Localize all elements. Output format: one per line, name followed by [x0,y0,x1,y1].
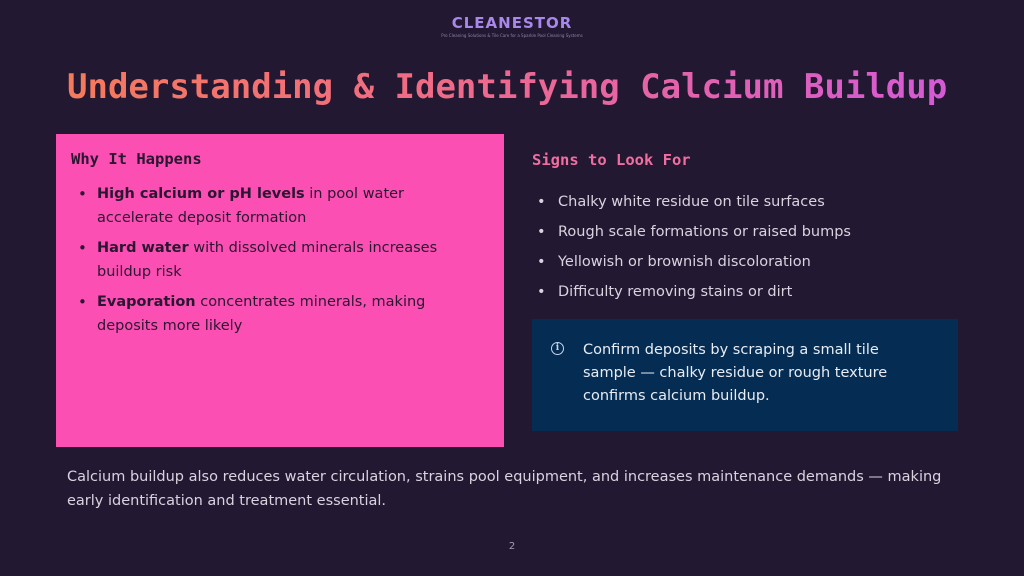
why-list: High calcium or pH levels in pool water … [71,182,480,338]
why-it-happens-card: Why It Happens High calcium or pH levels… [56,134,504,447]
why-item: Evaporation concentrates minerals, makin… [71,290,480,338]
signs-heading: Signs to Look For [532,151,691,169]
signs-list: Chalky white residue on tile surfaces Ro… [532,187,851,307]
why-item: Hard water with dissolved minerals incre… [71,236,480,284]
why-item-text: concentrates minerals, making deposits m… [97,294,426,334]
callout-text: Confirm deposits by scraping a small til… [583,342,888,404]
sign-item: Rough scale formations or raised bumps [532,217,851,247]
why-heading: Why It Happens [71,150,202,168]
summary-text: Calcium buildup also reduces water circu… [67,469,942,509]
info-icon: i [551,342,564,355]
slide-title: Understanding & Identifying Calcium Buil… [67,62,947,112]
why-item-text: with dissolved minerals increases buildu… [97,240,438,280]
info-callout: i Confirm deposits by scraping a small t… [532,319,958,431]
why-item-bold: Hard water [97,240,189,256]
page-number: 2 [508,541,516,552]
why-item-bold: Evaporation [97,294,196,310]
sign-item: Difficulty removing stains or dirt [532,277,851,307]
why-item: High calcium or pH levels in pool water … [71,182,480,230]
sign-item: Chalky white residue on tile surfaces [532,187,851,217]
logo: CLEANESTOR Pro Cleaning Solutions & Tile… [0,14,1024,38]
why-item-text: in pool water accelerate deposit formati… [97,186,405,226]
logo-tagline: Pro Cleaning Solutions & Tile Care for a… [441,33,583,38]
logo-name: CLEANESTOR [451,14,573,32]
why-item-bold: High calcium or pH levels [97,186,305,202]
sign-item: Yellowish or brownish discoloration [532,247,851,277]
